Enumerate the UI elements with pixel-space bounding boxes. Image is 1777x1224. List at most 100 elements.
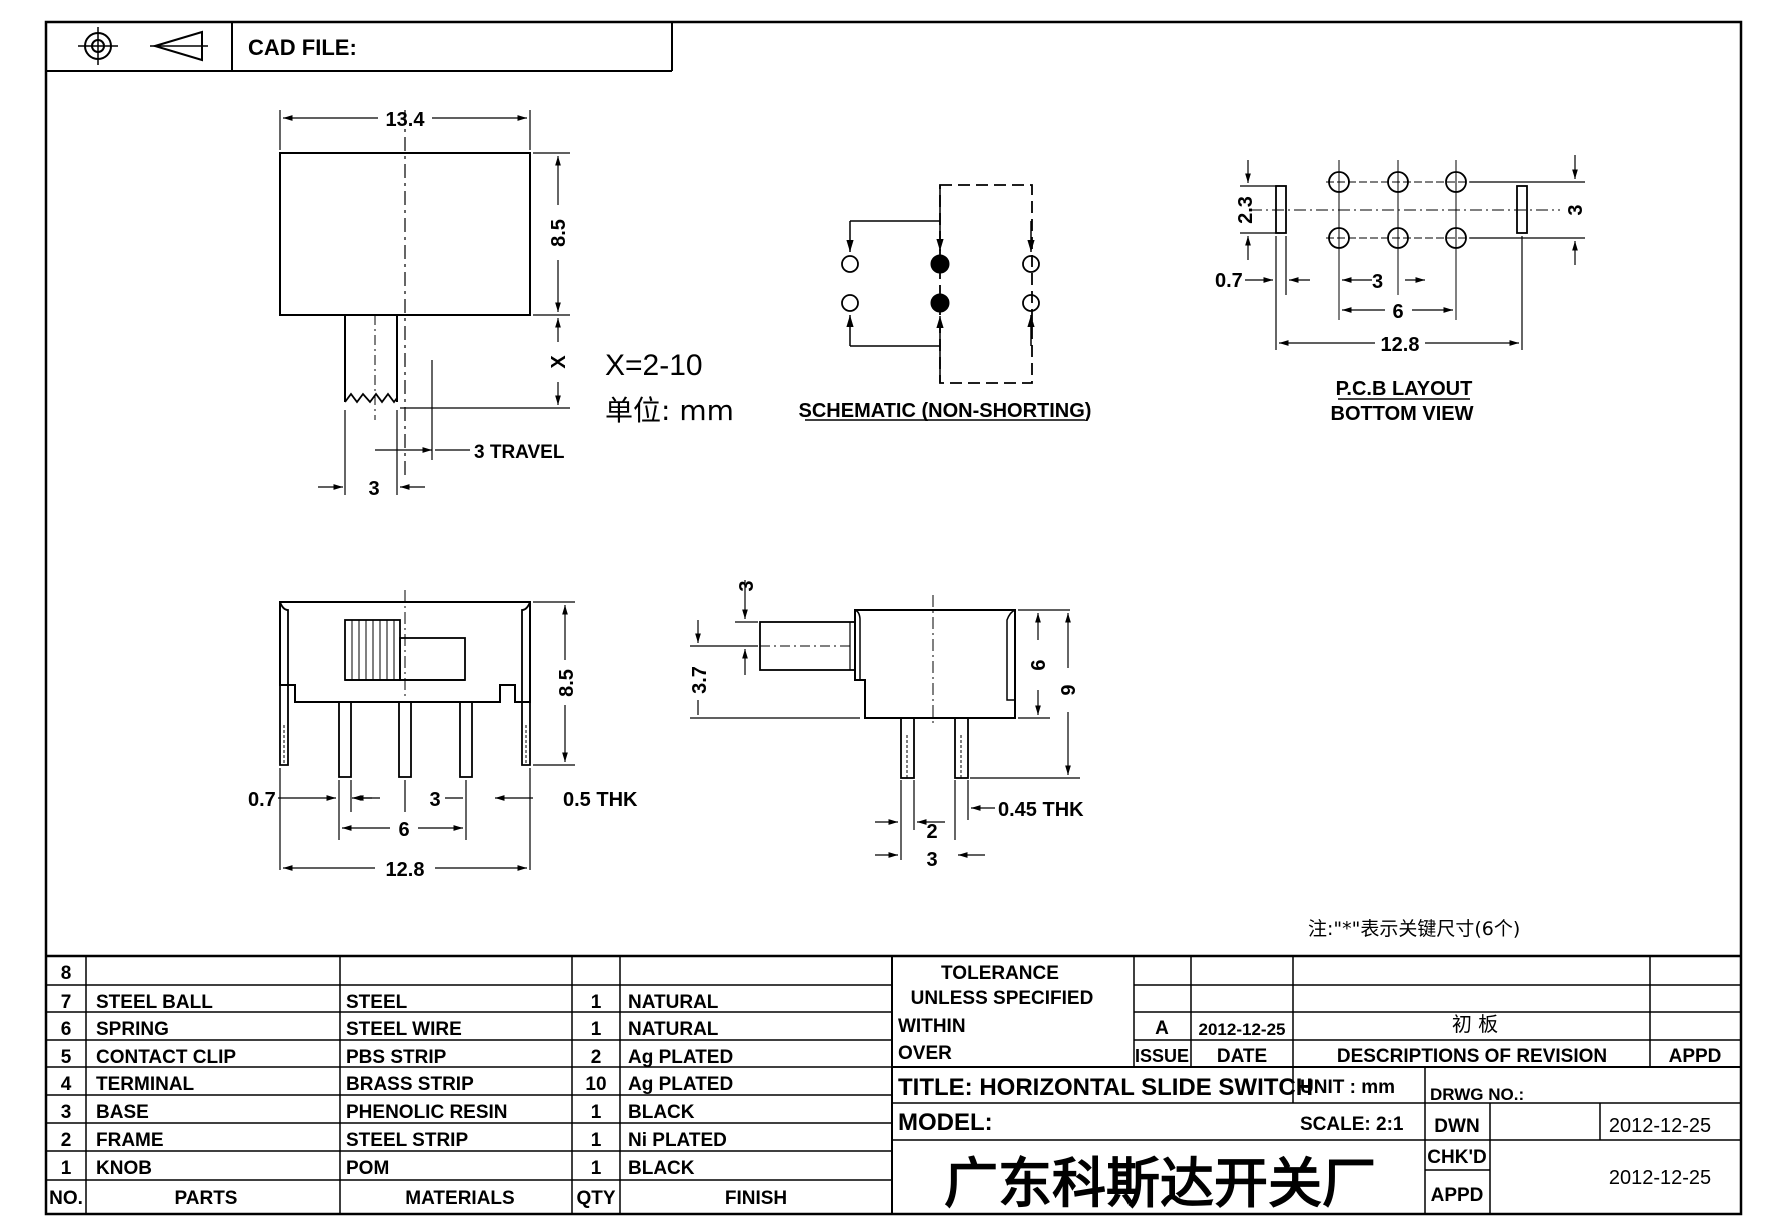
front-dim-3: 3 bbox=[429, 789, 440, 811]
side-dim-3-bottom: 3 bbox=[926, 849, 937, 871]
bom-cell-material: POM bbox=[346, 1158, 389, 1179]
bom-cell-qty: 1 bbox=[591, 1130, 602, 1151]
pcb-dim-3-right: 3 bbox=[1565, 204, 1587, 215]
x-range-label: X=2-10 bbox=[605, 349, 703, 382]
revision-date: 2012-12-25 bbox=[1199, 1020, 1286, 1039]
pcb-dim-12-8: 12.8 bbox=[1381, 334, 1420, 356]
bom-cell-material: PBS STRIP bbox=[346, 1047, 447, 1068]
bom-cell-finish: Ag PLATED bbox=[628, 1047, 733, 1068]
revision-description: 初 板 bbox=[1452, 1012, 1498, 1036]
col-description-header: DESCRIPTIONS OF REVISION bbox=[1337, 1046, 1607, 1067]
top-x-dim: X bbox=[548, 355, 570, 369]
col-appd-header: APPD bbox=[1669, 1046, 1722, 1067]
side-view bbox=[690, 580, 1080, 860]
drawing-title: TITLE: HORIZONTAL SLIDE SWITCH bbox=[898, 1074, 1313, 1101]
bom-cell-finish: Ag PLATED bbox=[628, 1074, 733, 1095]
tolerance-line-2: UNLESS SPECIFIED bbox=[911, 988, 1094, 1009]
travel-label: 3 TRAVEL bbox=[474, 442, 565, 463]
bom-cell-no: 6 bbox=[61, 1019, 72, 1040]
side-dim-3-7: 3.7 bbox=[689, 666, 711, 694]
bom-cell-qty: 2 bbox=[591, 1047, 602, 1068]
bom-cell-finish: BLACK bbox=[628, 1102, 695, 1123]
bom-cell-qty: 1 bbox=[591, 992, 602, 1013]
unit-cell: UNIT : mm bbox=[1300, 1077, 1395, 1098]
bom-cell-material: STEEL WIRE bbox=[346, 1019, 462, 1040]
pcb-caption-2: BOTTOM VIEW bbox=[1331, 403, 1474, 425]
front-dim-6: 6 bbox=[398, 819, 409, 841]
pcb-dim-2-3: 2.3 bbox=[1235, 196, 1257, 224]
top-view bbox=[279, 110, 570, 495]
header-box: CAD FILE: bbox=[46, 22, 673, 72]
bom-cell-finish: NATURAL bbox=[628, 1019, 719, 1040]
tolerance-over: OVER bbox=[898, 1043, 952, 1064]
key-dimension-note: 注:"*"表示关键尺寸(6个) bbox=[1308, 918, 1520, 940]
front-dim-8-5: 8.5 bbox=[556, 669, 578, 697]
projection-cone-icon bbox=[150, 30, 208, 62]
cad-file-label: CAD FILE: bbox=[248, 35, 357, 60]
side-dim-2: 2 bbox=[926, 821, 937, 843]
bom-header-materials: MATERIALS bbox=[405, 1188, 514, 1209]
bom-cell-finish: BLACK bbox=[628, 1158, 695, 1179]
side-dim-0-45-thk: 0.45 THK bbox=[998, 799, 1084, 821]
check-date: 2012-12-25 bbox=[1609, 1167, 1711, 1189]
bom-cell-finish: Ni PLATED bbox=[628, 1130, 727, 1151]
side-dim-9: 9 bbox=[1058, 684, 1080, 695]
bom-header-finish: FINISH bbox=[725, 1188, 787, 1209]
schematic-diagram bbox=[805, 184, 1085, 421]
bom-cell-no: 1 bbox=[61, 1158, 72, 1179]
pcb-layout bbox=[1240, 155, 1585, 350]
bom-cell-part: STEEL BALL bbox=[96, 992, 213, 1013]
unit-label: 单位: mm bbox=[605, 394, 734, 427]
bom-cell-part: TERMINAL bbox=[96, 1074, 195, 1095]
revision-issue: A bbox=[1155, 1018, 1169, 1039]
pcb-caption-1: P.C.B LAYOUT bbox=[1336, 378, 1473, 400]
drwg-no-label: DRWG NO.: bbox=[1430, 1085, 1524, 1104]
tolerance-within: WITHIN bbox=[898, 1016, 966, 1037]
bom-cell-part: FRAME bbox=[96, 1130, 164, 1151]
chkd-label: CHK'D bbox=[1427, 1147, 1486, 1168]
front-view bbox=[278, 590, 575, 871]
pcb-dim-3: 3 bbox=[1372, 271, 1383, 293]
bom-cell-no: 7 bbox=[61, 992, 72, 1013]
bom-cell-no: 8 bbox=[61, 963, 72, 984]
bom-cell-material: PHENOLIC RESIN bbox=[346, 1102, 508, 1123]
bom-cell-no: 4 bbox=[61, 1074, 72, 1095]
schematic-caption: SCHEMATIC (NON-SHORTING) bbox=[799, 400, 1092, 422]
bom-table-grid bbox=[46, 954, 1741, 1214]
bom-cell-material: BRASS STRIP bbox=[346, 1074, 474, 1095]
top-height-dim: 8.5 bbox=[548, 219, 570, 247]
front-dim-0-7: 0.7 bbox=[248, 789, 276, 811]
col-date-header: DATE bbox=[1217, 1046, 1267, 1067]
bom-cell-qty: 1 bbox=[591, 1019, 602, 1040]
bom-cell-part: BASE bbox=[96, 1102, 149, 1123]
pcb-dim-0-7: 0.7 bbox=[1215, 270, 1243, 292]
side-dim-3-top: 3 bbox=[736, 580, 758, 591]
company-name: 广东科斯达开关厂 bbox=[944, 1152, 1376, 1215]
bom-header-qty: QTY bbox=[576, 1188, 615, 1209]
appd-label: APPD bbox=[1431, 1185, 1484, 1206]
model-label: MODEL: bbox=[898, 1109, 993, 1136]
bom-cell-material: STEEL STRIP bbox=[346, 1130, 468, 1151]
bom-cell-qty: 1 bbox=[591, 1102, 602, 1123]
bom-cell-part: SPRING bbox=[96, 1019, 169, 1040]
bom-cell-qty: 10 bbox=[585, 1074, 606, 1095]
front-dim-12-8: 12.8 bbox=[386, 859, 425, 881]
sheet-border bbox=[44, 20, 1743, 1216]
bom-cell-no: 3 bbox=[61, 1102, 72, 1123]
bom-cell-no: 2 bbox=[61, 1130, 72, 1151]
dwn-label: DWN bbox=[1434, 1116, 1479, 1137]
bom-header-no: NO. bbox=[49, 1188, 83, 1209]
bom-cell-material: STEEL bbox=[346, 992, 408, 1013]
col-issue-header: ISSUE bbox=[1135, 1046, 1189, 1066]
stem-dim: 3 bbox=[368, 478, 379, 500]
front-dim-0-5-thk: 0.5 THK bbox=[563, 789, 638, 811]
top-width-dim: 13.4 bbox=[386, 109, 426, 131]
bom-cell-finish: NATURAL bbox=[628, 992, 719, 1013]
bom-cell-no: 5 bbox=[61, 1047, 72, 1068]
side-dim-6: 6 bbox=[1028, 659, 1050, 670]
title-block-grid bbox=[892, 956, 1741, 1214]
tolerance-line-1: TOLERANCE bbox=[941, 963, 1059, 984]
bom-cell-part: KNOB bbox=[96, 1158, 152, 1179]
